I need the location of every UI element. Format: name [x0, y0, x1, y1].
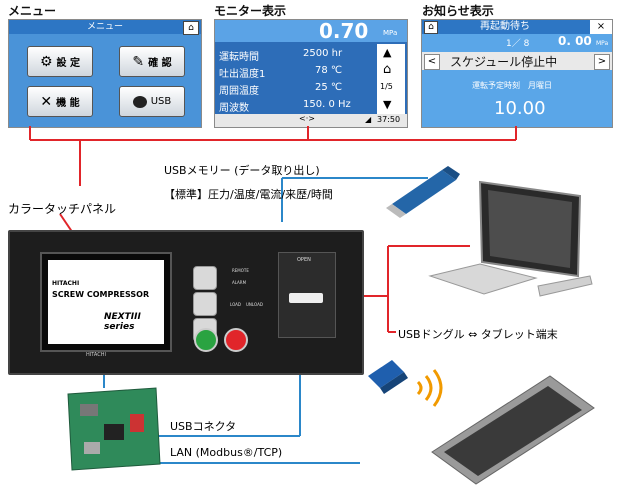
panel-key-1[interactable] [193, 266, 217, 290]
lcd-product: SCREW COMPRESSOR [52, 290, 150, 299]
color-touch-panel-label: カラータッチパネル [8, 202, 117, 216]
usb-dongle-device-icon [368, 360, 408, 394]
wireless-signal-icon [416, 369, 443, 407]
schedule-label: 運転予定時刻 月曜日 [472, 81, 552, 90]
monitor-row-value: 2500 hr [303, 48, 343, 59]
start-button[interactable] [194, 328, 218, 352]
lcd-brand: HITACHI [52, 280, 80, 287]
monitor-row-label: 吐出温度1 [219, 69, 266, 80]
usb-port-door[interactable]: OPEN [278, 252, 336, 338]
settings-button[interactable]: ⚙ 設 定 [27, 46, 93, 77]
schedule-time: 10.00 [494, 98, 546, 119]
monitor-row: 運転時間 2500 hr [219, 48, 373, 63]
home-icon[interactable]: ⌂ [383, 62, 392, 77]
menu-section-title: メニュー [8, 4, 57, 18]
status-label: ALARM [232, 280, 247, 285]
arrow-down-icon[interactable]: ▼ [383, 98, 392, 111]
monitor-row: 周囲温度 25 ℃ [219, 82, 373, 97]
monitor-row-label: 周囲温度 [219, 86, 259, 97]
lan-label: LAN (Modbus®/TCP) [170, 446, 283, 459]
status-label: UNLOAD [246, 302, 263, 307]
monitor-row-value: 78 ℃ [315, 65, 343, 76]
usb-dongle-icon [289, 293, 323, 303]
notice-message: スケジュール停止中 [450, 55, 558, 69]
panel-key-2[interactable] [193, 292, 217, 316]
confirm-button[interactable]: ✎ 確 認 [119, 46, 185, 77]
lcd-series: NEXTIII series [104, 312, 141, 332]
menu-screen-header: メニュー [9, 20, 201, 34]
gear-icon: ⚙ [39, 53, 53, 70]
close-icon[interactable]: × [590, 20, 612, 34]
tablet-icon [431, 375, 595, 485]
home-icon[interactable]: ⌂ [183, 21, 199, 35]
next-button[interactable]: > [594, 54, 610, 70]
prev-button[interactable]: < [424, 54, 440, 70]
lcd-screen: HITACHI SCREW COMPRESSOR NEXTIII series [48, 260, 164, 344]
notice-screen: ⌂ 再起動待ち × 1／ 8 0. 00 MPa < スケジュール停止中 > 運… [421, 19, 613, 128]
swap-icon[interactable]: <·> [299, 114, 315, 123]
compressor-control-panel: HITACHI SCREW COMPRESSOR NEXTIII series … [8, 230, 364, 375]
notice-value: 0. 00 [558, 34, 592, 48]
lcd-display: HITACHI SCREW COMPRESSOR NEXTIII series [40, 252, 172, 352]
monitor-status-bar: <·> ◢ 37:50 [215, 114, 407, 127]
function-button-label: 機 能 [56, 98, 80, 109]
monitor-screen: 0.70 MPa 運転時間 2500 hr 吐出温度1 78 ℃ 周囲温度 25… [214, 19, 408, 128]
monitor-row: 周波数 150. 0 Hz [219, 99, 373, 114]
monitor-section-title: モニター表示 [214, 4, 287, 18]
status-label: REMOTE [232, 268, 249, 273]
pressure-value: 0.70 [319, 19, 369, 43]
status-label: LOAD [230, 302, 241, 307]
stop-button[interactable] [224, 328, 248, 352]
usb-button-label: USB [150, 96, 172, 107]
settings-button-label: 設 定 [56, 58, 81, 69]
open-label: OPEN [297, 257, 311, 263]
menu-screen-header-text: メニュー [86, 22, 123, 32]
notice-section-title: お知らせ表示 [422, 4, 494, 18]
usb-memory-icon [386, 166, 460, 218]
monitor-row-value: 150. 0 Hz [303, 99, 351, 110]
usb-icon [132, 95, 147, 108]
function-button[interactable]: ✕ 機 能 [27, 86, 93, 117]
arrow-up-icon[interactable]: ▲ [383, 46, 392, 59]
pressure-unit: MPa [383, 29, 398, 37]
desktop-computer-icon [428, 180, 593, 297]
notepad-icon: ✎ [132, 53, 145, 70]
menu-screen: メニュー ⌂ ⚙ 設 定 ✎ 確 認 ✕ 機 能 USB [8, 19, 202, 128]
pressure-bar [215, 20, 407, 42]
circuit-board-icon [67, 387, 161, 471]
notice-header-text: 再起動待ち [480, 21, 530, 32]
clock-time: 37:50 [377, 115, 401, 124]
notice-message-bar: < スケジュール停止中 > [422, 52, 612, 70]
signal-icon: ◢ [365, 115, 372, 124]
usb-connector-label: USBコネクタ [170, 420, 237, 433]
monitor-row-value: 25 ℃ [315, 82, 343, 93]
monitor-row-label: 周波数 [219, 103, 249, 114]
standard-data-label: 【標準】圧力/温度/電流/来歴/時間 [164, 188, 333, 201]
monitor-row-label: 運転時間 [219, 52, 259, 63]
notice-counter: 1／ 8 [506, 39, 530, 49]
usb-dongle-label: USBドングル ⇔ タブレット端末 [398, 328, 558, 341]
usb-memory-label: USBメモリー (データ取り出し) [164, 164, 320, 177]
page-indicator: 1/5 [380, 82, 393, 91]
confirm-button-label: 確 認 [148, 58, 172, 69]
notice-unit: MPa [596, 40, 609, 47]
home-icon[interactable]: ⌂ [424, 21, 438, 34]
usb-button[interactable]: USB [119, 86, 185, 117]
notice-header: ⌂ 再起動待ち × [422, 20, 612, 34]
panel-brand: HITACHI [86, 352, 106, 358]
monitor-row: 吐出温度1 78 ℃ [219, 65, 373, 80]
monitor-nav-column: ▲ ⌂ 1/5 ▼ [377, 44, 405, 114]
tools-icon: ✕ [40, 93, 53, 110]
